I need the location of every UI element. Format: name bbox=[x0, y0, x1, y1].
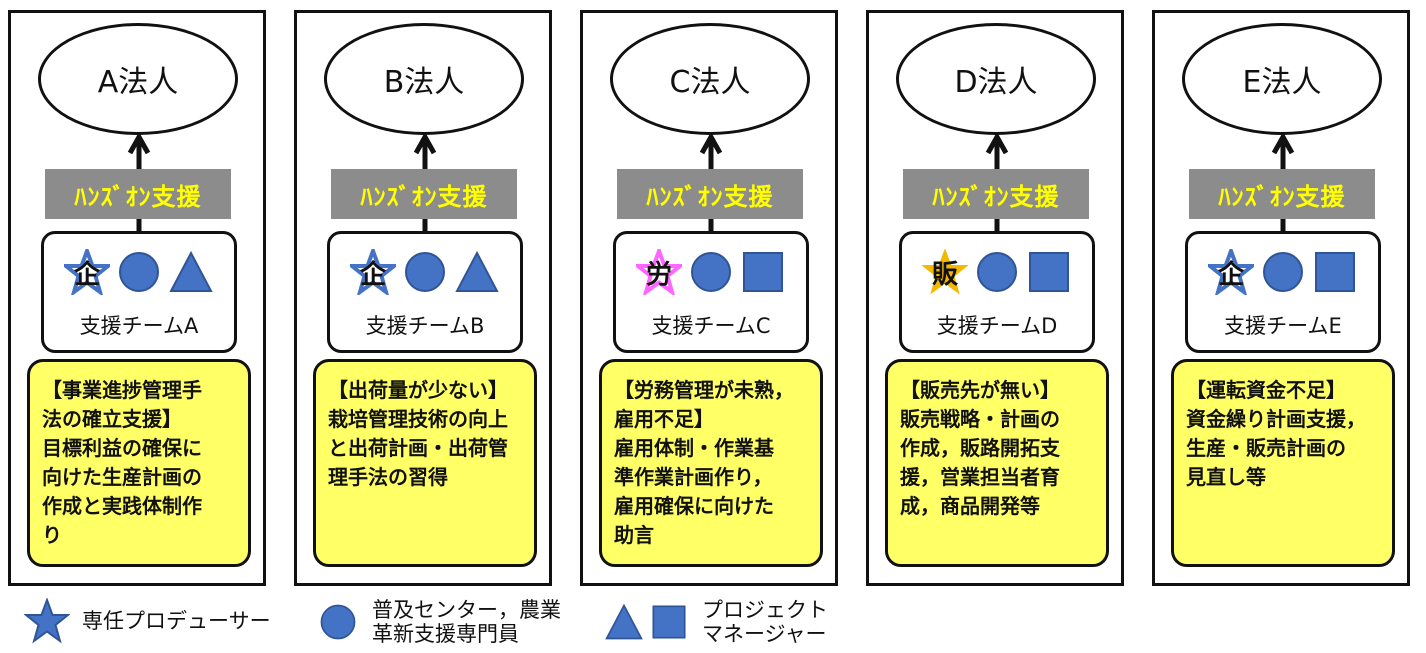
role-kanji: 企 bbox=[1217, 259, 1244, 290]
note-line: 販売戦略・計画の bbox=[900, 407, 1060, 431]
square-icon bbox=[1312, 249, 1358, 295]
note-line: 成，商品開発等 bbox=[900, 494, 1040, 518]
corp-name: B法人 bbox=[383, 65, 465, 100]
note-line: 【事業進捗管理手 bbox=[42, 378, 202, 402]
star-icon: 企 bbox=[64, 249, 110, 295]
note-line: 見直し等 bbox=[1186, 465, 1266, 489]
note-line: 栽培管理技術の向上 bbox=[328, 407, 508, 431]
role-kanji: 販 bbox=[931, 259, 958, 290]
corp-panel-b: B法人 ﾊﾝｽﾞｵﾝ支援 企 支援チームB 【出荷量が少ない】 栽培管理技術の向… bbox=[294, 10, 552, 586]
support-team-box: 労 支援チームC bbox=[613, 231, 809, 353]
issue-note: 【出荷量が少ない】 栽培管理技術の向上 と出荷計画・出荷管 理手法の習得 bbox=[313, 359, 537, 567]
team-label: 支援チームE bbox=[1224, 314, 1342, 338]
note-line: 援，営業担当者育 bbox=[900, 465, 1060, 489]
star-icon: 企 bbox=[350, 249, 396, 295]
role-kanji: 企 bbox=[359, 259, 386, 290]
team-label: 支援チームB bbox=[365, 314, 485, 338]
team-label: 支援チームC bbox=[651, 314, 771, 338]
square-icon bbox=[1026, 249, 1072, 295]
star-icon: 企 bbox=[1208, 249, 1254, 295]
legend-label: 普及センター，農業 革新支援専門員 bbox=[372, 598, 561, 646]
note-line: 【出荷量が少ない】 bbox=[328, 378, 508, 402]
note-line: 【運転資金不足】 bbox=[1186, 378, 1346, 402]
legend-producer: 専任プロデューサー bbox=[24, 598, 271, 644]
square-icon bbox=[652, 605, 686, 639]
note-line: 準作業計画作り， bbox=[614, 465, 773, 489]
hands-on-support-bar: ﾊﾝｽﾞｵﾝ支援 bbox=[1189, 169, 1375, 219]
support-team-box: 販 支援チームD bbox=[899, 231, 1095, 353]
note-line: 雇用確保に向けた bbox=[614, 494, 774, 518]
issue-note: 【運転資金不足】 資金繰り計画支援， 生産・販売計画の 見直し等 bbox=[1171, 359, 1395, 567]
hands-on-support-bar: ﾊﾝｽﾞｵﾝ支援 bbox=[45, 169, 231, 219]
corp-name: D法人 bbox=[954, 65, 1038, 100]
corp-panel-e: E法人 ﾊﾝｽﾞｵﾝ支援 企 支援チームE 【運転資金不足】 資金繰り計画支援，… bbox=[1152, 10, 1410, 586]
note-line: 助言 bbox=[614, 523, 654, 547]
note-line: 生産・販売計画の bbox=[1186, 436, 1346, 460]
legend-extension-center: 普及センター，農業 革新支援専門員 bbox=[318, 598, 561, 646]
note-line: 作成と実践体制作 bbox=[42, 494, 202, 518]
corp-oval: E法人 bbox=[1182, 23, 1382, 135]
circle-icon bbox=[402, 249, 448, 295]
support-team-box: 企 支援チームA bbox=[41, 231, 237, 353]
corp-name: E法人 bbox=[1242, 65, 1322, 100]
issue-note: 【労務管理が未熟， 雇用不足】 雇用体制・作業基 準作業計画作り， 雇用確保に向… bbox=[599, 359, 823, 567]
star-icon bbox=[24, 598, 70, 644]
legend-label: プロジェクト マネージャー bbox=[702, 598, 828, 646]
issue-note: 【販売先が無い】 販売戦略・計画の 作成，販路開拓支 援，営業担当者育 成，商品… bbox=[885, 359, 1109, 567]
legend-project-manager: プロジェクト マネージャー bbox=[604, 598, 828, 646]
note-line: 理手法の習得 bbox=[328, 465, 448, 489]
role-kanji: 企 bbox=[73, 259, 100, 290]
circle-icon bbox=[1260, 249, 1306, 295]
note-line: 資金繰り計画支援， bbox=[1186, 407, 1366, 431]
star-icon: 労 bbox=[636, 249, 682, 295]
corp-panel-d: D法人 ﾊﾝｽﾞｵﾝ支援 販 支援チームD 【販売先が無い】 販売戦略・計画の … bbox=[866, 10, 1124, 586]
note-line: 雇用不足】 bbox=[614, 407, 714, 431]
legend-line: マネージャー bbox=[702, 622, 827, 646]
triangle-icon bbox=[454, 249, 500, 295]
note-line: と出荷計画・出荷管 bbox=[328, 436, 508, 460]
legend-label: 専任プロデューサー bbox=[82, 609, 271, 633]
star-icon: 販 bbox=[922, 249, 968, 295]
corp-oval: C法人 bbox=[610, 23, 810, 135]
corp-panel-c: C法人 ﾊﾝｽﾞｵﾝ支援 労 支援チームC 【労務管理が未熟， 雇用不足】 雇用… bbox=[580, 10, 838, 586]
note-line: 【労務管理が未熟， bbox=[614, 378, 794, 402]
legend-line: 革新支援専門員 bbox=[372, 622, 519, 646]
hands-on-support-bar: ﾊﾝｽﾞｵﾝ支援 bbox=[903, 169, 1089, 219]
note-line: 【販売先が無い】 bbox=[900, 378, 1060, 402]
circle-icon bbox=[974, 249, 1020, 295]
team-label: 支援チームD bbox=[936, 314, 1058, 338]
circle-icon bbox=[688, 249, 734, 295]
note-line: 向けた生産計画の bbox=[42, 465, 202, 489]
note-line: 作成，販路開拓支 bbox=[900, 436, 1060, 460]
team-label: 支援チームA bbox=[79, 314, 199, 338]
corp-panel-a: A法人 ﾊﾝｽﾞｵﾝ支援 企 支援チームA 【事業進捗管理手 法の確立支援】 目… bbox=[8, 10, 266, 586]
circle-icon bbox=[116, 249, 162, 295]
support-team-box: 企 支援チームB bbox=[327, 231, 523, 353]
legend-line: プロジェクト bbox=[702, 598, 828, 622]
note-line: 目標利益の確保に bbox=[42, 436, 202, 460]
hands-on-support-bar: ﾊﾝｽﾞｵﾝ支援 bbox=[617, 169, 803, 219]
role-kanji: 労 bbox=[645, 259, 672, 290]
corp-name: C法人 bbox=[669, 65, 751, 100]
square-icon bbox=[740, 249, 786, 295]
corp-oval: B法人 bbox=[324, 23, 524, 135]
corp-oval: D法人 bbox=[896, 23, 1096, 135]
note-line: 法の確立支援】 bbox=[42, 407, 182, 431]
hands-on-support-bar: ﾊﾝｽﾞｵﾝ支援 bbox=[331, 169, 517, 219]
corp-oval: A法人 bbox=[38, 23, 238, 135]
triangle-icon bbox=[605, 603, 643, 640]
support-team-box: 企 支援チームE bbox=[1185, 231, 1381, 353]
issue-note: 【事業進捗管理手 法の確立支援】 目標利益の確保に 向けた生産計画の 作成と実践… bbox=[27, 359, 251, 567]
legend-line: 普及センター，農業 bbox=[372, 598, 561, 622]
note-line: り bbox=[42, 523, 62, 547]
triangle-icon bbox=[168, 249, 214, 295]
circle-icon bbox=[320, 604, 356, 640]
corp-name: A法人 bbox=[97, 65, 179, 100]
note-line: 雇用体制・作業基 bbox=[614, 436, 774, 460]
